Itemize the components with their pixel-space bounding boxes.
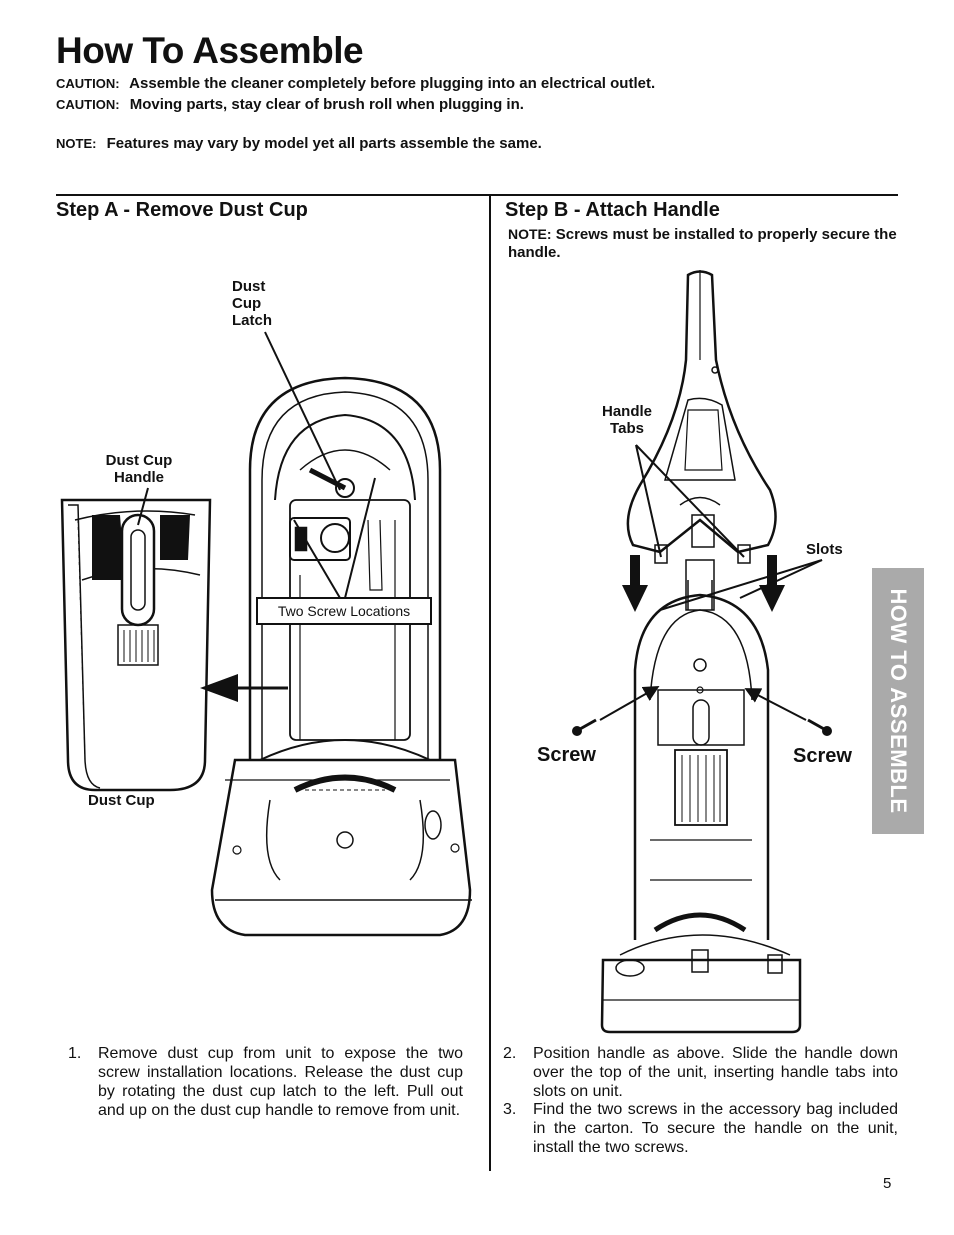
dust-cup-illustration xyxy=(60,498,212,792)
general-note: NOTE: Features may vary by model yet all… xyxy=(56,135,542,152)
handle-tabs-label: Handle Tabs xyxy=(601,403,652,437)
dust-cup-latch-label: Dust Cup Latch xyxy=(232,278,280,329)
caution-tag: CAUTION: xyxy=(56,76,120,91)
insert-arrows xyxy=(622,555,785,612)
label-text: Dust Cup Latch xyxy=(232,278,273,329)
step-number: 1. xyxy=(68,1045,82,1062)
section-divider xyxy=(56,194,898,196)
step-b-instruction-3: 3. Find the two screws in the accessory … xyxy=(503,1100,898,1157)
caution-tag: CAUTION: xyxy=(56,97,120,112)
vacuum-unit-illustration xyxy=(600,559,802,1034)
note-tag: NOTE: xyxy=(56,136,97,151)
page-title: How To Assemble xyxy=(56,30,364,71)
step-b-title: Step B - Attach Handle xyxy=(505,199,720,221)
caution-text: Moving parts, stay clear of brush roll w… xyxy=(129,96,524,113)
screw-left-icon xyxy=(572,718,597,736)
step-a-title: Step A - Remove Dust Cup xyxy=(56,199,308,221)
page-number: 5 xyxy=(883,1175,892,1192)
caution-note-1: CAUTION: Assemble the cleaner completely… xyxy=(56,75,655,92)
step-text: Position handle as above. Slide the hand… xyxy=(533,1045,898,1100)
step-b-note: NOTE: Screws must be installed to proper… xyxy=(508,225,898,262)
remove-arrow xyxy=(200,674,288,702)
screw-right-label: Screw xyxy=(793,745,852,767)
section-side-tab: HOW TO ASSEMBLE xyxy=(872,568,924,834)
screw-right-icon xyxy=(807,718,832,736)
step-number: 3. xyxy=(503,1101,517,1118)
step-a-instruction: 1. Remove dust cup from unit to expose t… xyxy=(68,1044,463,1120)
step-b-leader-lines xyxy=(599,444,823,721)
step-a-leader-lines xyxy=(137,331,376,599)
note-text: Screws must be installed to properly sec… xyxy=(508,226,897,261)
vacuum-body-illustration xyxy=(210,376,472,937)
step-text: Remove dust cup from unit to expose the … xyxy=(98,1045,463,1119)
dust-cup-handle-label: Dust Cup Handle xyxy=(105,452,173,486)
step-number: 2. xyxy=(503,1045,517,1062)
slots-label: Slots xyxy=(806,541,843,558)
handle-illustration xyxy=(626,270,777,564)
two-screw-locations-label: Two Screw Locations xyxy=(256,597,432,625)
screw-left-label: Screw xyxy=(537,744,596,766)
dust-cup-label: Dust Cup xyxy=(88,792,155,809)
caution-note-2: CAUTION: Moving parts, stay clear of bru… xyxy=(56,96,524,113)
step-b-instruction-2: 2. Position handle as above. Slide the h… xyxy=(503,1044,898,1101)
note-text: Features may vary by model yet all parts… xyxy=(106,135,542,152)
note-tag: NOTE: xyxy=(508,226,552,242)
side-tab-label: HOW TO ASSEMBLE xyxy=(886,588,911,814)
column-divider xyxy=(489,195,491,1171)
caution-text: Assemble the cleaner completely before p… xyxy=(129,75,656,92)
step-text: Find the two screws in the accessory bag… xyxy=(533,1101,898,1156)
